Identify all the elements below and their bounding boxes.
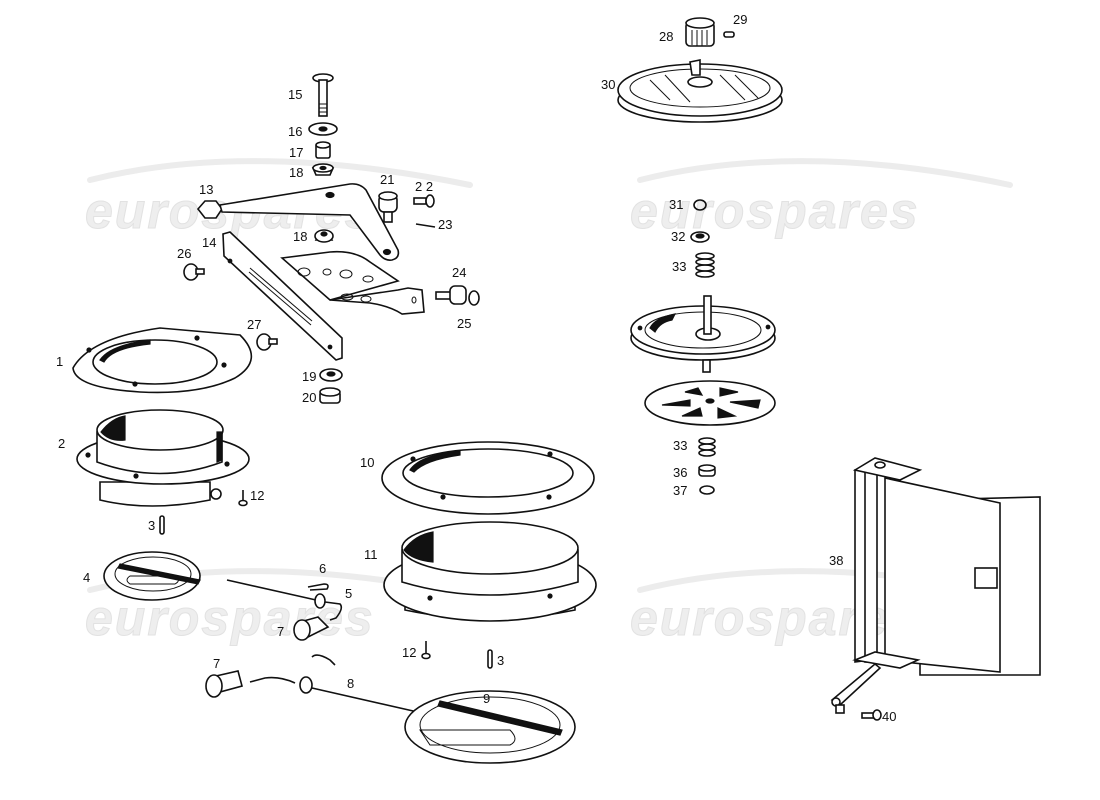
callout-1: 1 [56, 354, 64, 369]
part-40-screw [861, 709, 882, 721]
part-28-knurled-knob [685, 17, 715, 47]
callout-17: 17 [289, 145, 304, 160]
callout-21: 21 [380, 172, 395, 187]
part-23-pin [415, 223, 436, 228]
part-38-hinged-flap [830, 457, 1041, 714]
part-6-split-pin [307, 583, 329, 591]
part-rotating-vent-plate [644, 380, 776, 426]
callout-7: 7 [213, 656, 221, 671]
callout-7: 7 [277, 624, 285, 639]
callout-8: 8 [347, 676, 355, 691]
part-3-pin-right [487, 649, 493, 669]
part-7-knob-upper [293, 616, 330, 641]
callout-33: 33 [673, 438, 688, 453]
callout-13: 13 [199, 182, 214, 197]
part-15-bolt [312, 73, 334, 117]
part-4-flap-disc [103, 551, 201, 601]
part-2-vent-housing [76, 409, 250, 507]
callout-14: 14 [202, 235, 217, 250]
callout-36: 36 [673, 465, 688, 480]
part-vent-body [630, 295, 776, 373]
part-1-flange-ring [72, 327, 253, 394]
callout-25: 25 [457, 316, 472, 331]
callout-28: 28 [659, 29, 674, 44]
callout-22: 2 2 [415, 179, 434, 194]
part-31-circlip [693, 199, 707, 211]
callout-24: 24 [452, 265, 467, 280]
part-8-control-rod [249, 654, 423, 714]
svg-text:eurospares: eurospares [630, 183, 920, 239]
part-5-control-rod [226, 579, 343, 621]
callout-37: 37 [673, 483, 688, 498]
watermark-top-right: eurospares [630, 158, 1013, 240]
callout-40: 40 [882, 709, 897, 724]
part-10-flange-ring [381, 441, 595, 515]
part-14-bracket [222, 231, 425, 361]
callout-15: 15 [288, 87, 303, 102]
callout-38: 38 [829, 553, 844, 568]
part-20-nut [319, 387, 341, 404]
part-7-knob-lower [205, 670, 243, 698]
callout-23: 23 [438, 217, 453, 232]
part-18-bush-lower [314, 229, 334, 243]
callout-18: 18 [293, 229, 308, 244]
callout-31: 31 [669, 197, 684, 212]
part-32-washer [690, 231, 710, 243]
callout-19: 19 [302, 369, 317, 384]
callout-32: 32 [671, 229, 686, 244]
callout-10: 10 [360, 455, 375, 470]
part-37-circlip [699, 485, 715, 495]
part-29-grub-screw [723, 31, 735, 38]
callout-26: 26 [177, 246, 192, 261]
callout-30: 30 [601, 77, 616, 92]
part-26-rivet [183, 263, 205, 281]
part-18-bush-upper [311, 163, 335, 176]
part-11-vent-housing [383, 521, 597, 622]
callout-3: 3 [497, 653, 505, 668]
callout-9: 9 [483, 691, 491, 706]
callout-16: 16 [288, 124, 303, 139]
callout-20: 20 [302, 390, 317, 405]
callout-27: 27 [247, 317, 262, 332]
part-33-spring-upper [695, 252, 715, 278]
callout-6: 6 [319, 561, 327, 576]
callout-4: 4 [83, 570, 91, 585]
part-12-screw-upper [238, 490, 248, 507]
part-30-louvred-grille [617, 59, 783, 123]
part-33-spring-lower [698, 437, 716, 457]
part-17-spacer [315, 141, 331, 159]
part-16-washer [308, 122, 338, 136]
callout-5: 5 [345, 586, 353, 601]
part-13-lever-arm [196, 183, 400, 261]
callout-18: 18 [289, 165, 304, 180]
callout-29: 29 [733, 12, 748, 27]
svg-text:eurospares: eurospares [85, 590, 375, 646]
part-21-trunnion [378, 191, 398, 223]
part-3-pin-left [159, 515, 165, 535]
callout-11: 11 [364, 547, 378, 562]
part-12-screw-lower [421, 641, 431, 660]
callout-12: 12 [402, 645, 417, 660]
callout-33: 33 [672, 259, 687, 274]
callout-2: 2 [58, 436, 66, 451]
part-36-collar [698, 464, 716, 477]
part-27-rivet [256, 333, 278, 351]
part-24-clamp [435, 285, 467, 305]
callout-3: 3 [148, 518, 156, 533]
part-9-flap-disc [404, 690, 576, 764]
part-25-screw [468, 290, 480, 306]
part-22-screw [413, 194, 435, 208]
callout-12: 12 [250, 488, 265, 503]
part-19-washer [319, 368, 343, 382]
